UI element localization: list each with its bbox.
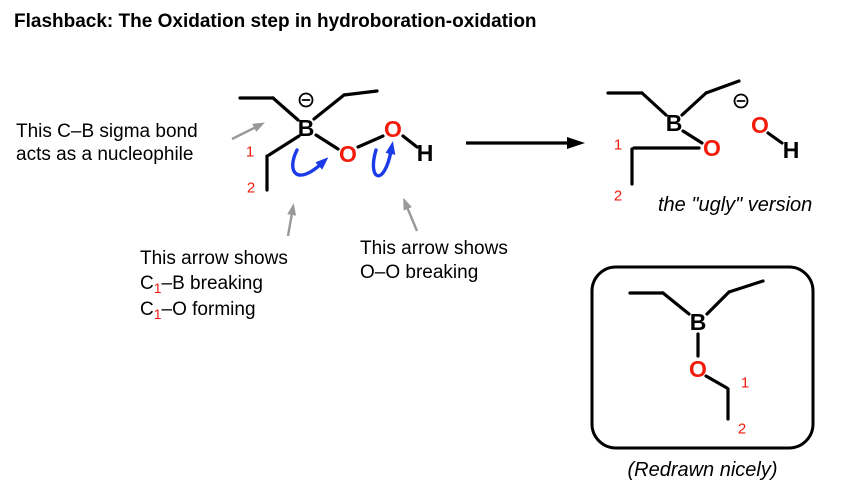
atom-oxygen: O bbox=[689, 356, 707, 382]
atom-oxygen2: O bbox=[384, 116, 402, 142]
pointer-arrow-sigma-bond-icon bbox=[231, 122, 265, 141]
atom-boron: B bbox=[298, 115, 315, 141]
bond bbox=[640, 91, 668, 117]
note-arrow-oo-line1: This arrow shows bbox=[360, 238, 508, 259]
carbon-2-label: 2 bbox=[614, 188, 622, 205]
curved-arrow-cb-to-o-icon bbox=[291, 148, 329, 177]
curved-arrow-oo-breaking-icon bbox=[371, 141, 396, 178]
atom-oxygen: O bbox=[703, 135, 721, 161]
bond bbox=[681, 129, 704, 145]
ugly-version-caption: the "ugly" version bbox=[658, 194, 813, 216]
minus-charge-icon bbox=[298, 92, 314, 108]
note-arrow-oo: This arrow shows O–O breaking bbox=[360, 237, 508, 285]
bond bbox=[680, 91, 708, 117]
bond bbox=[312, 93, 346, 121]
cb-l2-rest: –B breaking bbox=[161, 273, 263, 294]
redrawn-structure-box: B O 1 2 bbox=[590, 265, 815, 450]
atom-boron: B bbox=[690, 309, 707, 335]
rounded-box bbox=[590, 265, 815, 450]
note-nucleophile: This C–B sigma bond acts as a nucleophil… bbox=[16, 120, 198, 166]
pointer-arrow-oo-icon bbox=[403, 197, 419, 232]
bond bbox=[661, 291, 691, 316]
note-nucleophile-line2: acts as a nucleophile bbox=[16, 144, 194, 165]
product-structure: B O 1 2 O H bbox=[606, 79, 800, 205]
reactant-structure: B O O H 1 2 bbox=[238, 89, 434, 197]
minus-charge-icon bbox=[733, 93, 749, 109]
bond bbox=[342, 89, 379, 97]
atom-oxygen1: O bbox=[339, 141, 357, 167]
redrawn-caption: (Redrawn nicely) bbox=[627, 459, 778, 481]
bond bbox=[727, 279, 765, 294]
hydroxide-ion: O H bbox=[733, 93, 800, 163]
bond bbox=[704, 79, 741, 95]
cb-l2-subscript: 1 bbox=[153, 280, 162, 296]
bond bbox=[704, 374, 729, 390]
cb-l3-subscript: 1 bbox=[153, 306, 162, 322]
note-arrow-oo-line2: O–O breaking bbox=[360, 262, 479, 283]
carbon-1-label: 1 bbox=[246, 144, 254, 161]
pointer-arrow-cb-icon bbox=[286, 203, 297, 237]
note-arrow-cb: This arrow shows C1–B breaking C1–O form… bbox=[140, 246, 288, 323]
cb-l3-rest: –O forming bbox=[161, 299, 256, 320]
bond bbox=[314, 133, 340, 151]
atom-oxygen: O bbox=[751, 112, 769, 138]
bond bbox=[766, 131, 784, 145]
carbon-2-label: 2 bbox=[738, 421, 746, 438]
bond bbox=[271, 96, 300, 122]
note-arrow-cb-line2: C1–B breaking bbox=[140, 271, 288, 297]
atom-boron: B bbox=[666, 110, 683, 136]
atom-hydrogen: H bbox=[417, 140, 434, 166]
cb-l2-pre: C bbox=[140, 273, 154, 294]
bond bbox=[267, 134, 301, 157]
note-arrow-cb-line1: This arrow shows bbox=[140, 248, 288, 269]
cb-l3-pre: C bbox=[140, 299, 154, 320]
page-title: Flashback: The Oxidation step in hydrobo… bbox=[14, 11, 537, 32]
carbon-2-label: 2 bbox=[247, 180, 255, 197]
bond bbox=[705, 290, 731, 316]
bond bbox=[356, 134, 385, 149]
carbon-1-label: 1 bbox=[741, 375, 749, 392]
atom-hydrogen: H bbox=[783, 137, 800, 163]
note-nucleophile-line1: This C–B sigma bond bbox=[16, 121, 198, 142]
carbon-1-label: 1 bbox=[614, 137, 622, 154]
bond bbox=[401, 134, 419, 149]
note-arrow-cb-line3: C1–O forming bbox=[140, 297, 288, 323]
